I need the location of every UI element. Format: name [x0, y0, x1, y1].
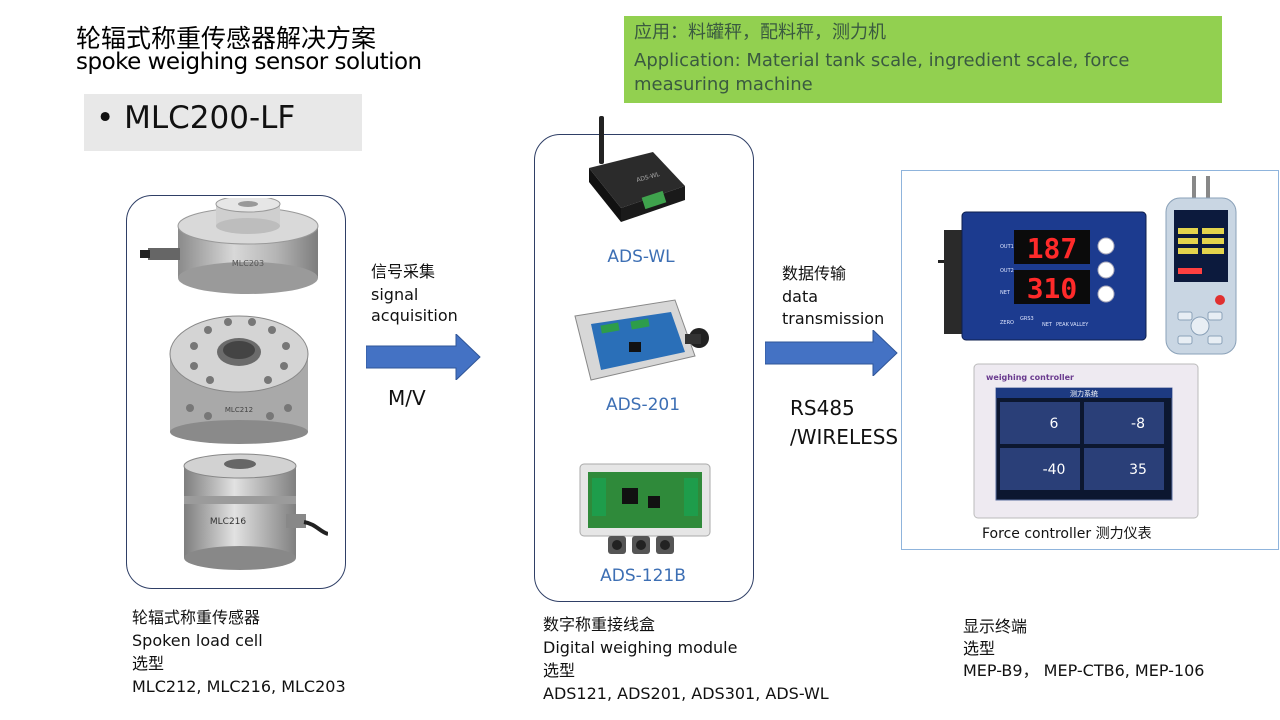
- meter-key-out2: OUT2: [1000, 268, 1014, 274]
- application-en-line2: measuring machine: [634, 73, 813, 97]
- sensor-caption-cn: 轮辐式称重传感器: [132, 607, 260, 629]
- load-cell-mlc203-image: MLC203: [140, 198, 340, 298]
- sensor-caption-select: 选型: [132, 653, 164, 675]
- meter-key-valley: VALLEY: [1070, 322, 1089, 328]
- terminal-caption-cn: 显示终端: [963, 616, 1027, 638]
- ads-121b-image: [578, 462, 712, 558]
- panel-meter-image: 187 310 OUT1 OUT2 NET ZERO GRS3 NET PEAK…: [938, 200, 1148, 346]
- meter-key-net: NET: [1000, 290, 1011, 296]
- meter-reading-2: 310: [1027, 272, 1078, 305]
- load-cell-mlc203-engraving: MLC203: [232, 259, 264, 268]
- arrow2-label-en1: data: [782, 286, 818, 307]
- ads-201-image: [571, 298, 713, 390]
- handheld-controller-image: [1162, 176, 1240, 358]
- terminal-caption-models: MEP-B9， MEP-CTB6, MEP-106: [963, 660, 1204, 682]
- load-cell-mlc212-image: MLC212: [168, 312, 310, 444]
- ads-wl-image: ADS-WL: [585, 116, 693, 228]
- arrow1-label-cn: 信号采集: [371, 261, 435, 282]
- arrow2-label-en2: transmission: [782, 308, 884, 329]
- arrow1-label-en2: acquisition: [371, 305, 458, 326]
- controller-screen-title: 测力系统: [1070, 389, 1098, 398]
- arrow1-signal-type: M/V: [388, 384, 426, 413]
- module-label-ads-121b: ADS-121B: [586, 566, 700, 586]
- load-cell-mlc216-image: MLC216: [178, 452, 328, 574]
- meter-key-net2: NET: [1042, 322, 1053, 328]
- meter-key-peak: PEAK: [1056, 322, 1070, 328]
- touch-controller-image: weighing controller 测力系统 6 -8 -40 35: [972, 362, 1200, 522]
- arrow2-label-cn: 数据传输: [782, 263, 846, 284]
- meter-key-out1: OUT1: [1000, 244, 1014, 250]
- title-en: spoke weighing sensor solution: [76, 48, 422, 76]
- meter-key-zero: ZERO: [1000, 320, 1014, 326]
- model-label: • MLC200-LF: [96, 98, 295, 138]
- module-label-ads-wl: ADS-WL: [584, 247, 698, 267]
- module-caption-cn: 数字称重接线盒: [543, 614, 655, 636]
- load-cell-mlc212-engraving: MLC212: [225, 406, 253, 414]
- controller-value-1: 6: [1050, 416, 1059, 432]
- application-en-line1: Application: Material tank scale, ingred…: [634, 49, 1129, 73]
- arrow1-shape: [366, 334, 482, 380]
- application-cn: 应用：料罐秤，配料秤，测力机: [634, 21, 886, 45]
- arrow1-label-en1: signal: [371, 284, 418, 305]
- arrow2-shape: [765, 330, 899, 376]
- module-caption-models: ADS121, ADS201, ADS301, ADS-WL: [543, 683, 829, 705]
- arrow2-protocol-line1: RS485: [790, 394, 855, 423]
- controller-value-4: 35: [1129, 462, 1147, 478]
- terminal-caption-select: 选型: [963, 638, 995, 660]
- arrow2-protocol-line2: /WIRELESS: [790, 423, 898, 452]
- controller-brand-label: weighing controller: [986, 373, 1074, 382]
- controller-value-3: -40: [1043, 462, 1066, 478]
- load-cell-mlc216-engraving: MLC216: [210, 517, 247, 527]
- module-label-ads-201: ADS-201: [584, 395, 702, 415]
- sensor-caption-models: MLC212, MLC216, MLC203: [132, 676, 346, 698]
- sensor-caption-en: Spoken load cell: [132, 630, 263, 652]
- controller-value-2: -8: [1131, 416, 1145, 432]
- module-caption-select: 选型: [543, 660, 575, 682]
- module-caption-en: Digital weighing module: [543, 637, 737, 659]
- display-caption: Force controller 测力仪表: [982, 523, 1152, 545]
- meter-reading-1: 187: [1027, 232, 1078, 265]
- meter-key-grs3: GRS3: [1020, 316, 1034, 322]
